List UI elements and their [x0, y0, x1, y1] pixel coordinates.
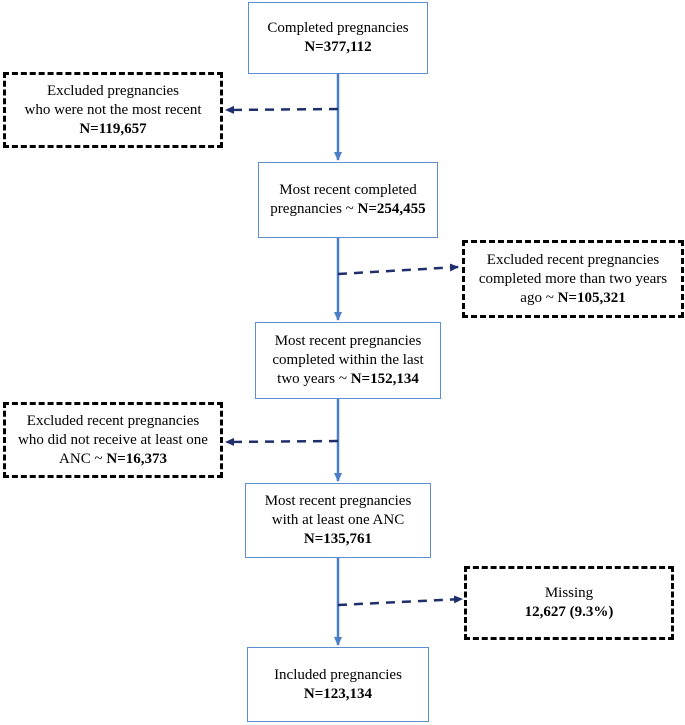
- box-label: with at least one ANC: [271, 512, 405, 528]
- box-label: who did not receive at least one: [18, 431, 208, 448]
- box-label: ago ~: [520, 289, 558, 306]
- box-included-pregnancies: Included pregnancies N=123,134: [247, 647, 429, 722]
- arrow-exclude-not-recent: [225, 105, 339, 114]
- arrow-to-missing: [337, 595, 463, 607]
- box-label: completed more than two years: [478, 270, 668, 287]
- box-count: 12,627 (9.3%): [524, 604, 614, 620]
- box-label: two years ~: [277, 371, 351, 387]
- box-count: N=16,373: [106, 450, 167, 467]
- box-count: N=119,657: [79, 120, 147, 137]
- box-excluded-more-than-two-years: Excluded recent pregnancies completed mo…: [462, 240, 684, 318]
- arrow-exclude-two-years: [337, 263, 459, 276]
- box-label: Excluded recent pregnancies: [26, 412, 200, 429]
- box-count: N=105,321: [557, 289, 626, 306]
- box-most-recent-completed: Most recent completed pregnancies ~ N=25…: [258, 162, 438, 238]
- box-count: N=123,134: [303, 685, 373, 702]
- box-missing: Missing 12,627 (9.3%): [464, 566, 674, 640]
- box-label: Most recent pregnancies: [264, 493, 412, 509]
- box-label: Included pregnancies: [274, 666, 402, 683]
- box-with-anc: Most recent pregnancies with at least on…: [245, 483, 431, 558]
- box-label: who were not the most recent: [24, 101, 202, 118]
- box-excluded-no-anc: Excluded recent pregnancies who did not …: [3, 402, 223, 478]
- box-count: N=135,761: [303, 531, 373, 547]
- box-completed-pregnancies: Completed pregnancies N=377,112: [248, 2, 428, 74]
- box-label: pregnancies ~: [270, 201, 358, 217]
- box-label: ANC ~: [59, 450, 107, 467]
- box-count: N=377,112: [304, 39, 372, 55]
- box-label: completed within the last: [272, 352, 424, 368]
- box-excluded-not-most-recent: Excluded pregnancies who were not the mo…: [3, 72, 223, 148]
- box-label: Excluded pregnancies: [46, 82, 180, 99]
- box-count: N=152,134: [350, 371, 419, 387]
- box-label: Excluded recent pregnancies: [486, 251, 660, 268]
- box-within-two-years: Most recent pregnancies completed within…: [255, 322, 441, 399]
- box-count: N=254,455: [357, 201, 426, 217]
- box-label: Missing: [544, 585, 594, 601]
- box-label: Completed pregnancies: [267, 20, 409, 36]
- box-label: Most recent pregnancies: [274, 333, 422, 349]
- arrow-exclude-no-anc: [225, 437, 339, 446]
- box-label: Most recent completed: [279, 182, 417, 198]
